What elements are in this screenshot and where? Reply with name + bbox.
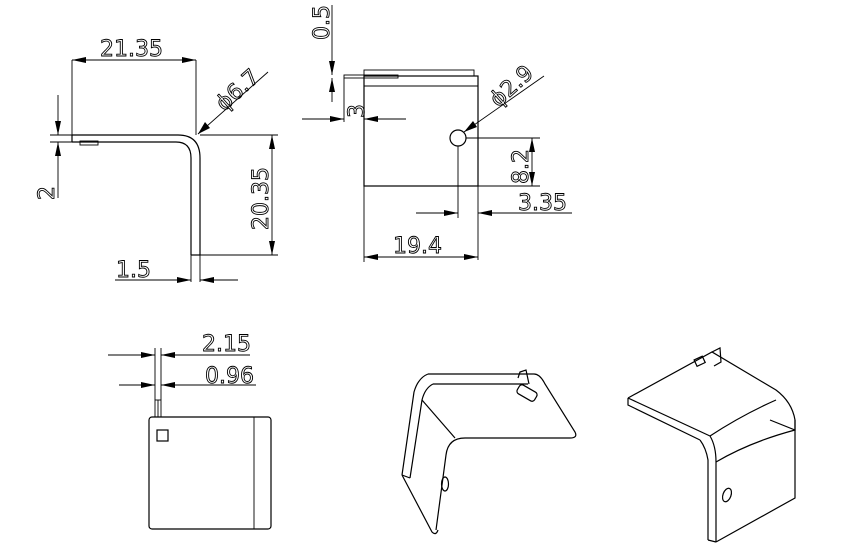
iso1-side-line: [421, 399, 456, 439]
arrow: [72, 57, 86, 63]
iso1-tab: [517, 369, 530, 385]
arrow: [200, 277, 214, 283]
leader-bend: [197, 71, 269, 135]
iso2-top-front-edge: [627, 398, 701, 441]
iso2-tab: [711, 347, 722, 367]
front-view: 0.5 3 ϕ2.9 8.2 3.35 19.4: [302, 5, 572, 262]
arrow: [364, 116, 378, 122]
iso1-inner-bend: [409, 383, 434, 479]
iso1-back-bend: [401, 373, 429, 476]
iso1-tab-slot: [516, 384, 538, 402]
iso2-bend-front: [715, 429, 796, 463]
arrow: [55, 142, 61, 156]
isometric-view-2: [627, 347, 796, 543]
iso2-top-front-edge-2: [627, 397, 711, 437]
arrow: [269, 135, 275, 149]
iso2-front-right: [715, 420, 796, 543]
arrow: [529, 172, 535, 186]
iso2-bend-top: [709, 399, 777, 437]
end-view: 2.15 0.96: [108, 332, 272, 530]
dim-side-b: 0.96: [205, 364, 254, 389]
dim-tab-offset: 3: [345, 104, 370, 118]
arrow: [329, 61, 335, 75]
arrow: [161, 382, 175, 388]
iso2-top-face: [627, 351, 796, 431]
iso2-front-left: [699, 439, 709, 540]
arrow: [444, 210, 458, 216]
arrow: [478, 210, 492, 216]
side-profile-view: 21.35 ϕ6.7 20.35 1.5 2: [35, 37, 278, 283]
dim-top-width: 21.35: [100, 37, 163, 62]
front-small-tab: [343, 74, 399, 79]
arrow: [141, 352, 155, 358]
dim-side-a: 2.15: [202, 332, 251, 357]
iso1-top-outline: [428, 373, 577, 439]
front-hole: [449, 129, 467, 147]
arrow: [464, 121, 477, 132]
arrow: [198, 122, 210, 134]
arrow: [464, 254, 478, 260]
end-square-hole: [156, 429, 169, 442]
dim-tab-thickness: 0.5: [310, 5, 335, 40]
dim-flange-height: 20.35: [249, 167, 274, 230]
dim-left-offset: 2: [35, 186, 60, 200]
iso2-bottom-thick: [707, 539, 717, 543]
dim-hole-horizontal: 3.35: [518, 191, 567, 216]
dim-front-width: 19.4: [393, 234, 442, 259]
dim-hole-vertical: 8.2: [509, 149, 534, 184]
arrow: [177, 277, 191, 283]
arrow: [182, 57, 196, 63]
leader-hole: [463, 75, 545, 133]
iso1-hole: [440, 476, 450, 492]
arrow: [55, 121, 61, 135]
iso1-bottom-thick: [401, 474, 411, 479]
iso2-hole: [721, 487, 733, 503]
iso1-bottom-edge: [401, 474, 439, 535]
arrow: [269, 241, 275, 255]
bracket-profile-outer: [72, 134, 201, 255]
arrow: [141, 382, 155, 388]
dim-thickness: 1.5: [116, 258, 151, 283]
dim-hole-diameter: ϕ2.9: [485, 61, 539, 113]
dim-bend-diameter: ϕ6.7: [211, 65, 265, 117]
arrow: [329, 78, 335, 92]
bracket-profile-inner: [72, 141, 192, 255]
arrow: [161, 352, 175, 358]
arrow: [330, 116, 344, 122]
isometric-view-1: [401, 369, 577, 535]
iso2-front-left-2: [709, 435, 717, 542]
front-top-tab: [363, 69, 475, 77]
iso1-front-edge: [435, 437, 466, 531]
arrow: [364, 254, 378, 260]
profile-tab: [79, 140, 99, 146]
arrow: [529, 138, 535, 152]
iso2-square-slot: [693, 355, 707, 368]
end-plate: [148, 416, 272, 530]
